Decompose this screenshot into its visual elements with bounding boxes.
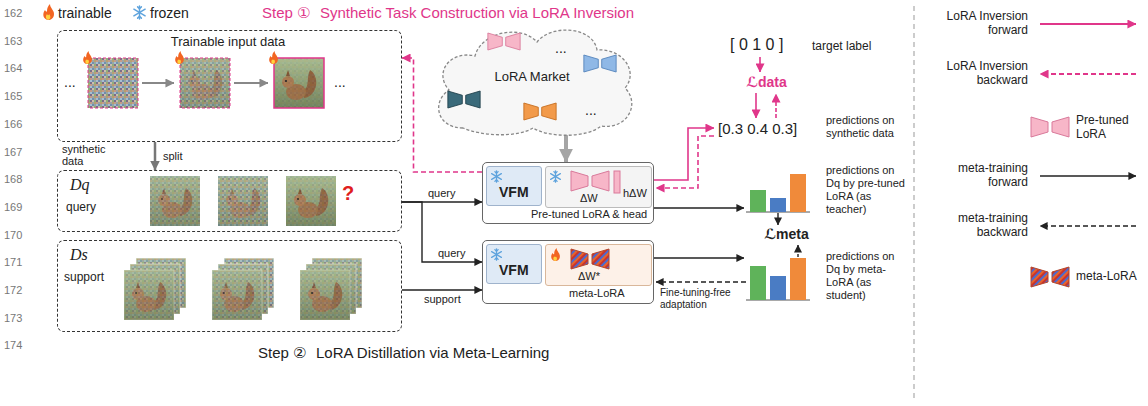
connector-label: query xyxy=(426,187,458,200)
connector-label: split xyxy=(161,150,185,163)
synthetic-images xyxy=(83,51,324,108)
connector-label: query xyxy=(436,247,468,260)
step-title: Synthetic Task Construction via LoRA Inv… xyxy=(320,4,634,21)
backbone-label: VFM xyxy=(499,262,529,278)
step-number: Step ② xyxy=(258,344,306,361)
connector xyxy=(402,202,482,262)
line-number: 163 xyxy=(4,35,22,48)
teacher-bar-chart xyxy=(746,174,810,212)
teacher-model-box: Pre-tuned LoRA & headVFM ΔW hΔW xyxy=(482,162,654,224)
line-number: 164 xyxy=(4,62,22,75)
cloud-label: LoRA Market xyxy=(432,70,632,85)
ellipsis: ... xyxy=(64,74,76,90)
step-number: Step ① xyxy=(262,4,310,21)
step-title: LoRA Distillation via Meta-Learning xyxy=(316,344,549,361)
line-number: 168 xyxy=(4,173,22,186)
meta-training-arrows xyxy=(654,208,798,282)
support-set-box: Ds support xyxy=(57,240,402,332)
annotation: predictions on Dq by meta-LoRA (as stude… xyxy=(826,250,910,302)
set-name: query xyxy=(66,201,96,215)
weight-label: ΔW* xyxy=(578,270,600,283)
input-data-group: Trainable input data xyxy=(57,30,402,142)
legend-word: trainable xyxy=(58,5,112,21)
set-symbol: Ds xyxy=(70,246,88,264)
line-number: 171 xyxy=(4,256,22,269)
connector xyxy=(402,289,482,290)
line-number: 167 xyxy=(4,146,22,159)
legend-word: frozen xyxy=(150,5,189,21)
flow-note: synthetic data xyxy=(62,143,120,167)
weight-label: ΔW xyxy=(580,192,598,205)
legend-label: meta-LoRA xyxy=(1076,270,1142,284)
legend-label: LoRA Inversion backward xyxy=(920,60,1028,88)
model-caption: Pre-tuned LoRA & head xyxy=(531,208,647,221)
annotation: target label xyxy=(812,40,871,54)
head-label: hΔW xyxy=(623,187,647,200)
support-images xyxy=(124,258,362,320)
connector-label: support xyxy=(422,293,463,306)
loss-symbol: ℒmeta xyxy=(764,226,809,242)
prediction-vector: [0.3 0.4 0.3] xyxy=(718,120,797,137)
query-images xyxy=(150,176,336,226)
student-model-box: meta-LoRA VFM ΔW* xyxy=(482,240,654,304)
line-number: 172 xyxy=(4,284,22,297)
frozen-backbone-box: VFM xyxy=(486,244,542,284)
line-number: 169 xyxy=(4,201,22,214)
legend-label: meta-training forward xyxy=(920,162,1028,190)
loss-symbol: ℒdata xyxy=(746,74,787,90)
ellipsis: ... xyxy=(585,102,597,118)
line-number: 165 xyxy=(4,90,22,103)
annotation: predictions on synthetic data xyxy=(826,114,910,140)
model-caption: meta-LoRA xyxy=(569,287,625,300)
ellipsis: ... xyxy=(334,74,346,90)
lora-market-cloud: LoRA Market xyxy=(425,20,640,140)
line-number: 173 xyxy=(4,312,22,325)
pretuned-lora-box: ΔW hΔW xyxy=(545,166,652,208)
frozen-backbone-box: VFM xyxy=(486,166,542,206)
connector xyxy=(564,135,568,162)
line-number: 162 xyxy=(4,7,22,20)
line-number: 170 xyxy=(4,229,22,242)
question-mark: ? xyxy=(342,182,354,205)
connector xyxy=(154,142,157,170)
line-number: 174 xyxy=(4,339,22,352)
meta-lora-box: ΔW* xyxy=(545,244,652,286)
legend-label: Pre-tuned LoRA xyxy=(1076,114,1142,142)
backbone-label: VFM xyxy=(499,184,529,200)
group-title: Trainable input data xyxy=(58,35,398,50)
legend-label: LoRA Inversion forward xyxy=(920,10,1028,38)
set-symbol: Dq xyxy=(70,176,90,194)
legend-label: meta-training backward xyxy=(920,212,1028,240)
set-name: support xyxy=(64,271,104,285)
label-vector: [ 0 1 0 ] xyxy=(730,36,783,54)
legend-samples xyxy=(914,6,1136,400)
student-bar-chart xyxy=(746,258,810,300)
ellipsis: ... xyxy=(555,40,567,56)
line-number: 166 xyxy=(4,118,22,131)
annotation: Fine-tuning-free adaptation xyxy=(660,287,740,311)
annotation: predictions on Dq by pre-tuned LoRA (as … xyxy=(826,164,910,216)
